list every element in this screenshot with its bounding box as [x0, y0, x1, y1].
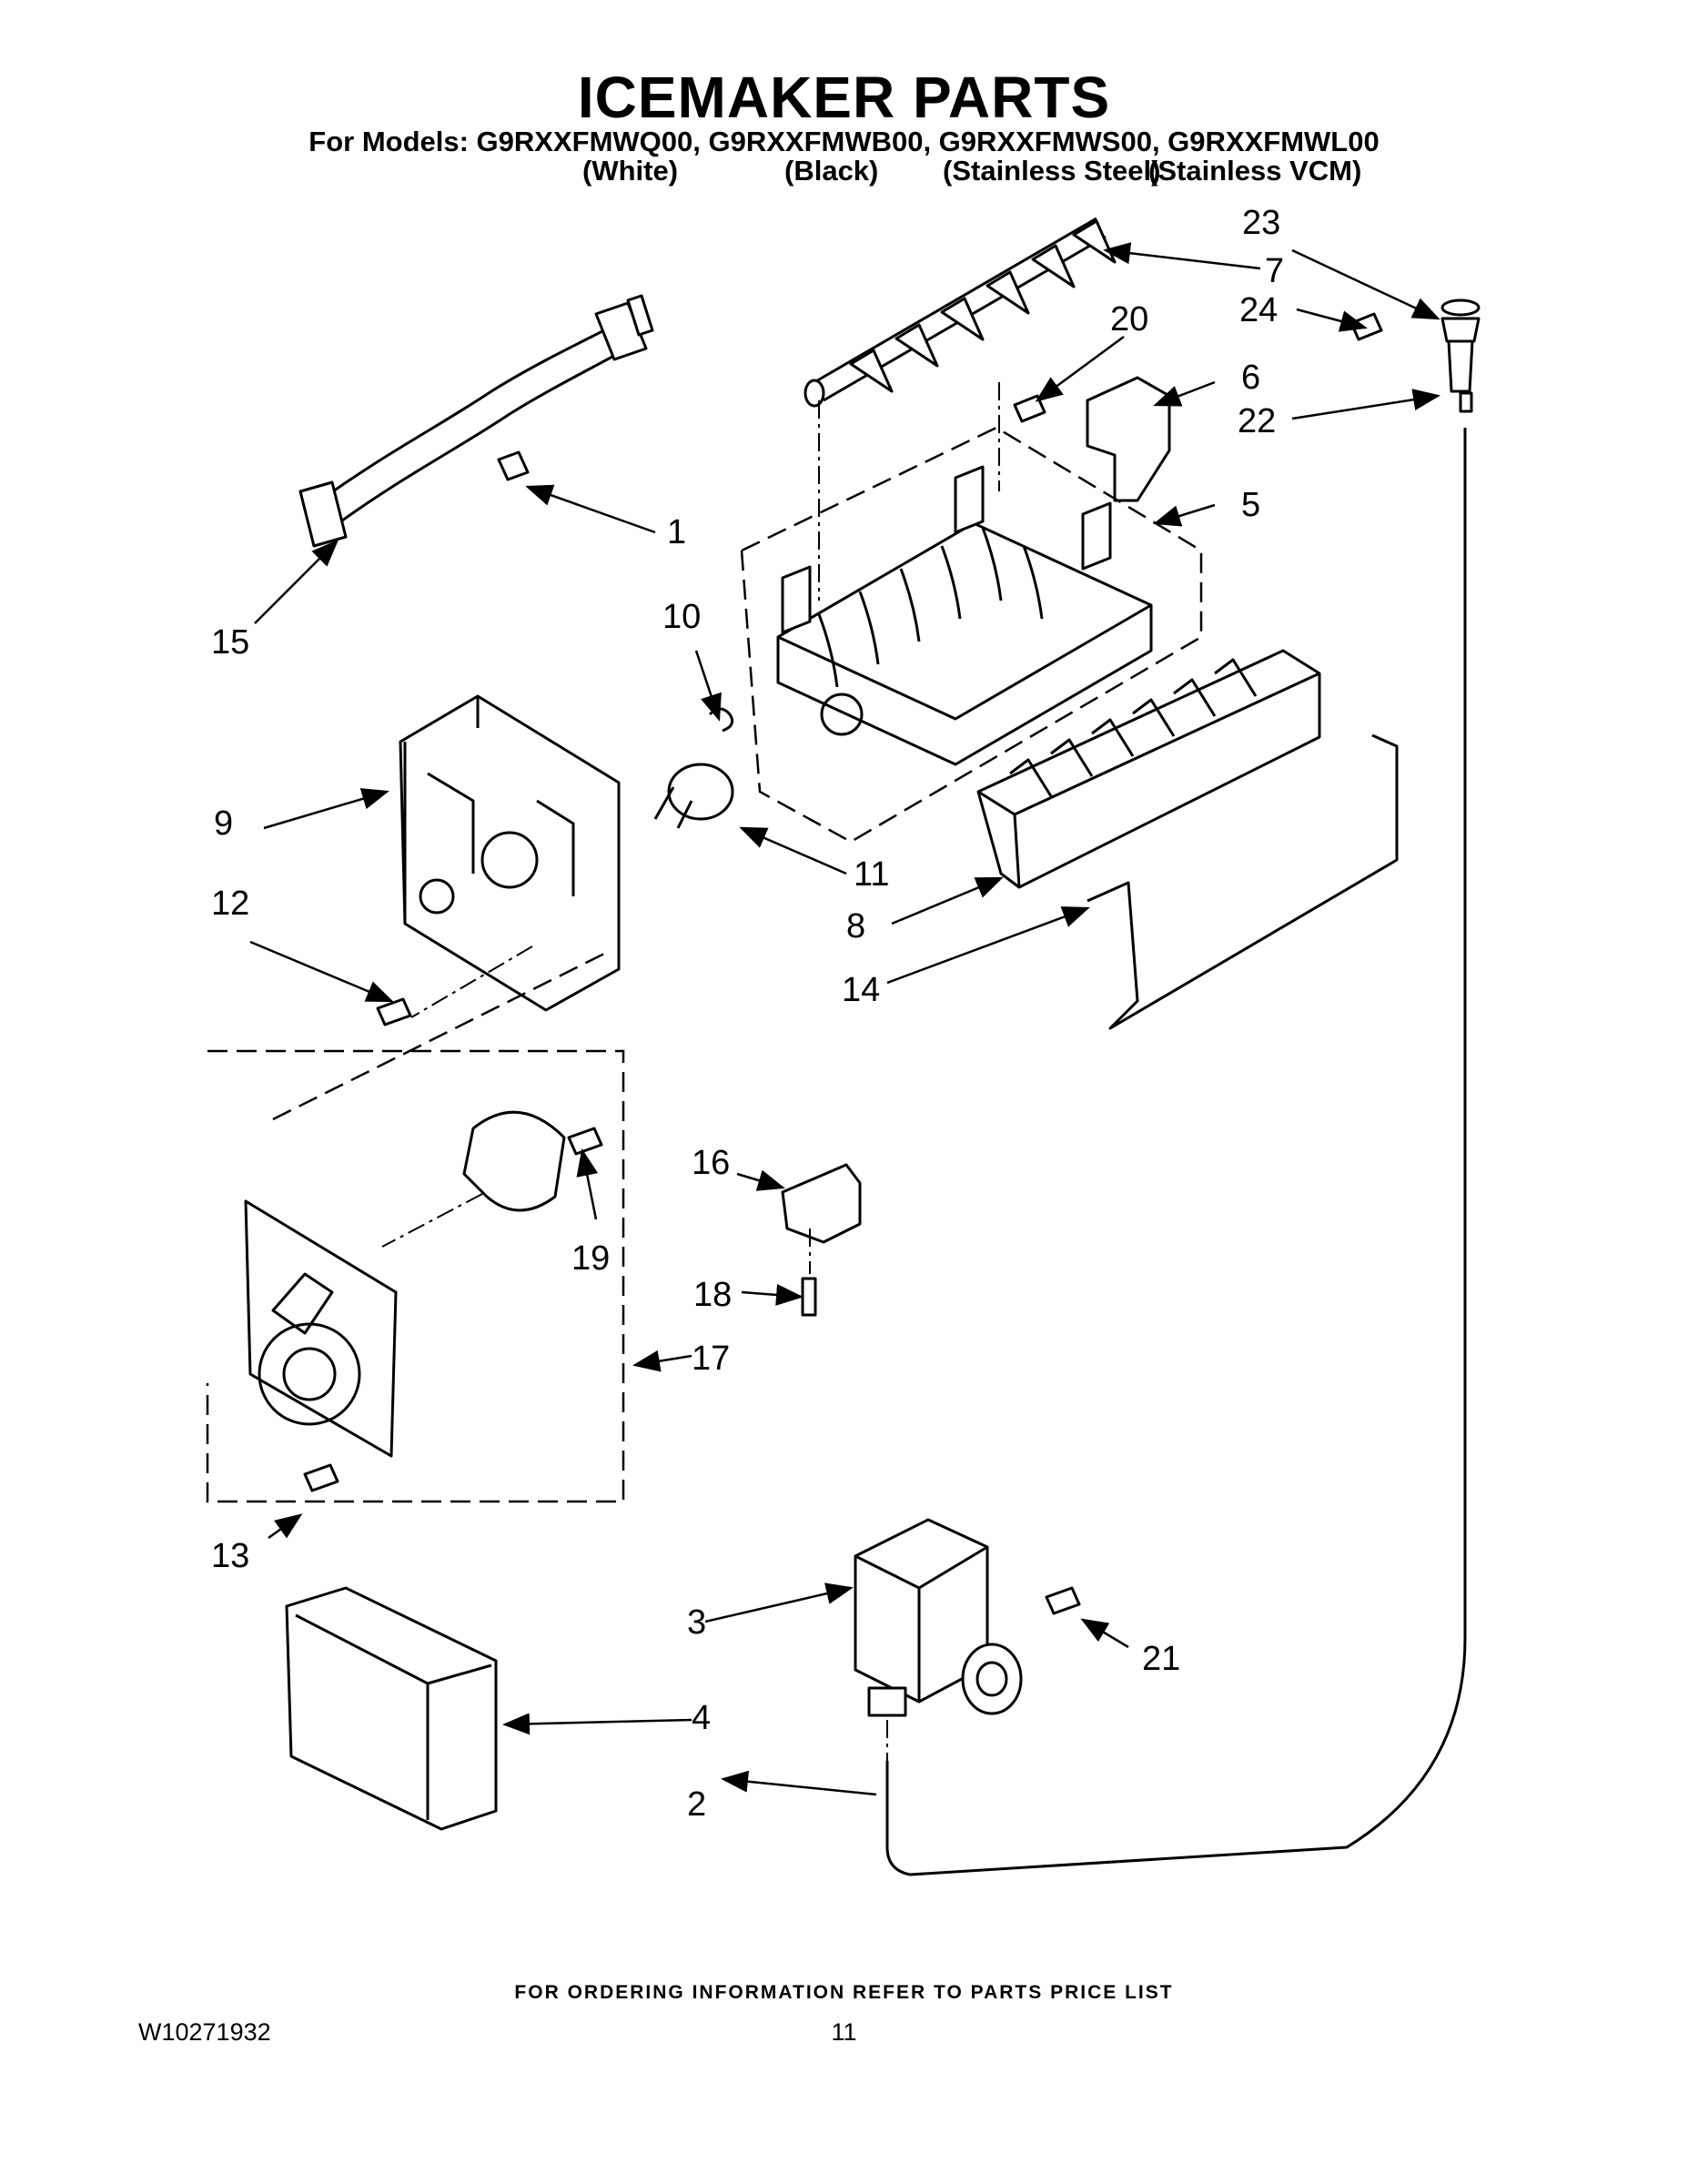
clip-drawing	[708, 707, 734, 733]
part-label-9: 9	[214, 804, 233, 843]
stripper-drawing	[976, 649, 1321, 889]
mold-drawing	[776, 465, 1153, 766]
mold-assembly-outline	[740, 426, 1203, 844]
module-kit-outline	[206, 1049, 625, 1503]
variant-black: (Black)	[784, 155, 879, 187]
part-label-19: 19	[571, 1239, 610, 1278]
water-valve-drawing	[854, 1518, 1023, 1717]
part-label-8: 8	[846, 907, 865, 945]
screw-24-drawing	[1349, 312, 1383, 341]
screw-20-drawing	[1013, 394, 1046, 423]
page-title: ICEMAKER PARTS	[577, 65, 1111, 130]
part-label-14: 14	[842, 971, 880, 1009]
control-housing-drawing	[399, 694, 621, 1012]
ejector-drawing	[804, 217, 1117, 408]
part-label-21: 21	[1142, 1640, 1180, 1678]
part-label-5: 5	[1241, 486, 1260, 524]
screw-19-drawing	[567, 1127, 603, 1156]
part-label-20: 20	[1110, 300, 1148, 339]
document-id: W10271932	[138, 2018, 271, 2046]
part-label-3: 3	[687, 1603, 706, 1642]
part-label-12: 12	[211, 885, 249, 923]
part-label-18: 18	[693, 1276, 732, 1314]
part-label-10: 10	[662, 598, 701, 636]
part-label-11: 11	[854, 855, 889, 894]
variant-stainless-steel: (Stainless Steel)	[943, 155, 1161, 187]
part-label-24: 24	[1239, 291, 1278, 329]
part-label-6: 6	[1241, 359, 1260, 397]
ordering-note: FOR ORDERING INFORMATION REFER TO PARTS …	[514, 1982, 1174, 2003]
screw-21-drawing	[1045, 1586, 1081, 1615]
water-tube-drawing	[885, 428, 1467, 1876]
model-variants: (White) (Black) (Stainless Steel) (Stain…	[0, 155, 1688, 191]
wire-harness-drawing	[298, 294, 654, 548]
bracket-drawing	[1086, 376, 1171, 502]
shield-bracket-drawing	[781, 1163, 862, 1244]
part-label-16: 16	[692, 1144, 730, 1182]
screw-13-drawing	[303, 1463, 339, 1492]
part-label-13: 13	[211, 1537, 249, 1575]
part-label-22: 22	[1238, 402, 1276, 440]
variant-white: (White)	[582, 155, 679, 187]
part-label-17: 17	[692, 1340, 730, 1378]
part-label-1: 1	[667, 513, 686, 551]
cover-drawing	[285, 1586, 498, 1831]
leader-2	[721, 1770, 877, 1796]
thermostat-drawing	[653, 763, 734, 829]
tube-fitting-drawing	[1440, 298, 1481, 393]
page-number: 11	[831, 2018, 857, 2046]
screw-18-drawing	[801, 1277, 817, 1317]
screw-12-drawing	[376, 997, 412, 1026]
models-line: For Models: G9RXXFMWQ00, G9RXXFMWB00, G9…	[308, 126, 1380, 157]
fill-tube-drawing	[1087, 733, 1399, 1030]
part-label-4: 4	[692, 1699, 711, 1737]
part-label-23: 23	[1242, 204, 1280, 242]
part-label-2: 2	[687, 1785, 706, 1824]
variant-stainless-vcm: (Stainless VCM)	[1148, 155, 1362, 187]
part-label-7: 7	[1265, 252, 1284, 290]
motor-drawing	[244, 1110, 566, 1458]
part-label-15: 15	[211, 623, 249, 662]
